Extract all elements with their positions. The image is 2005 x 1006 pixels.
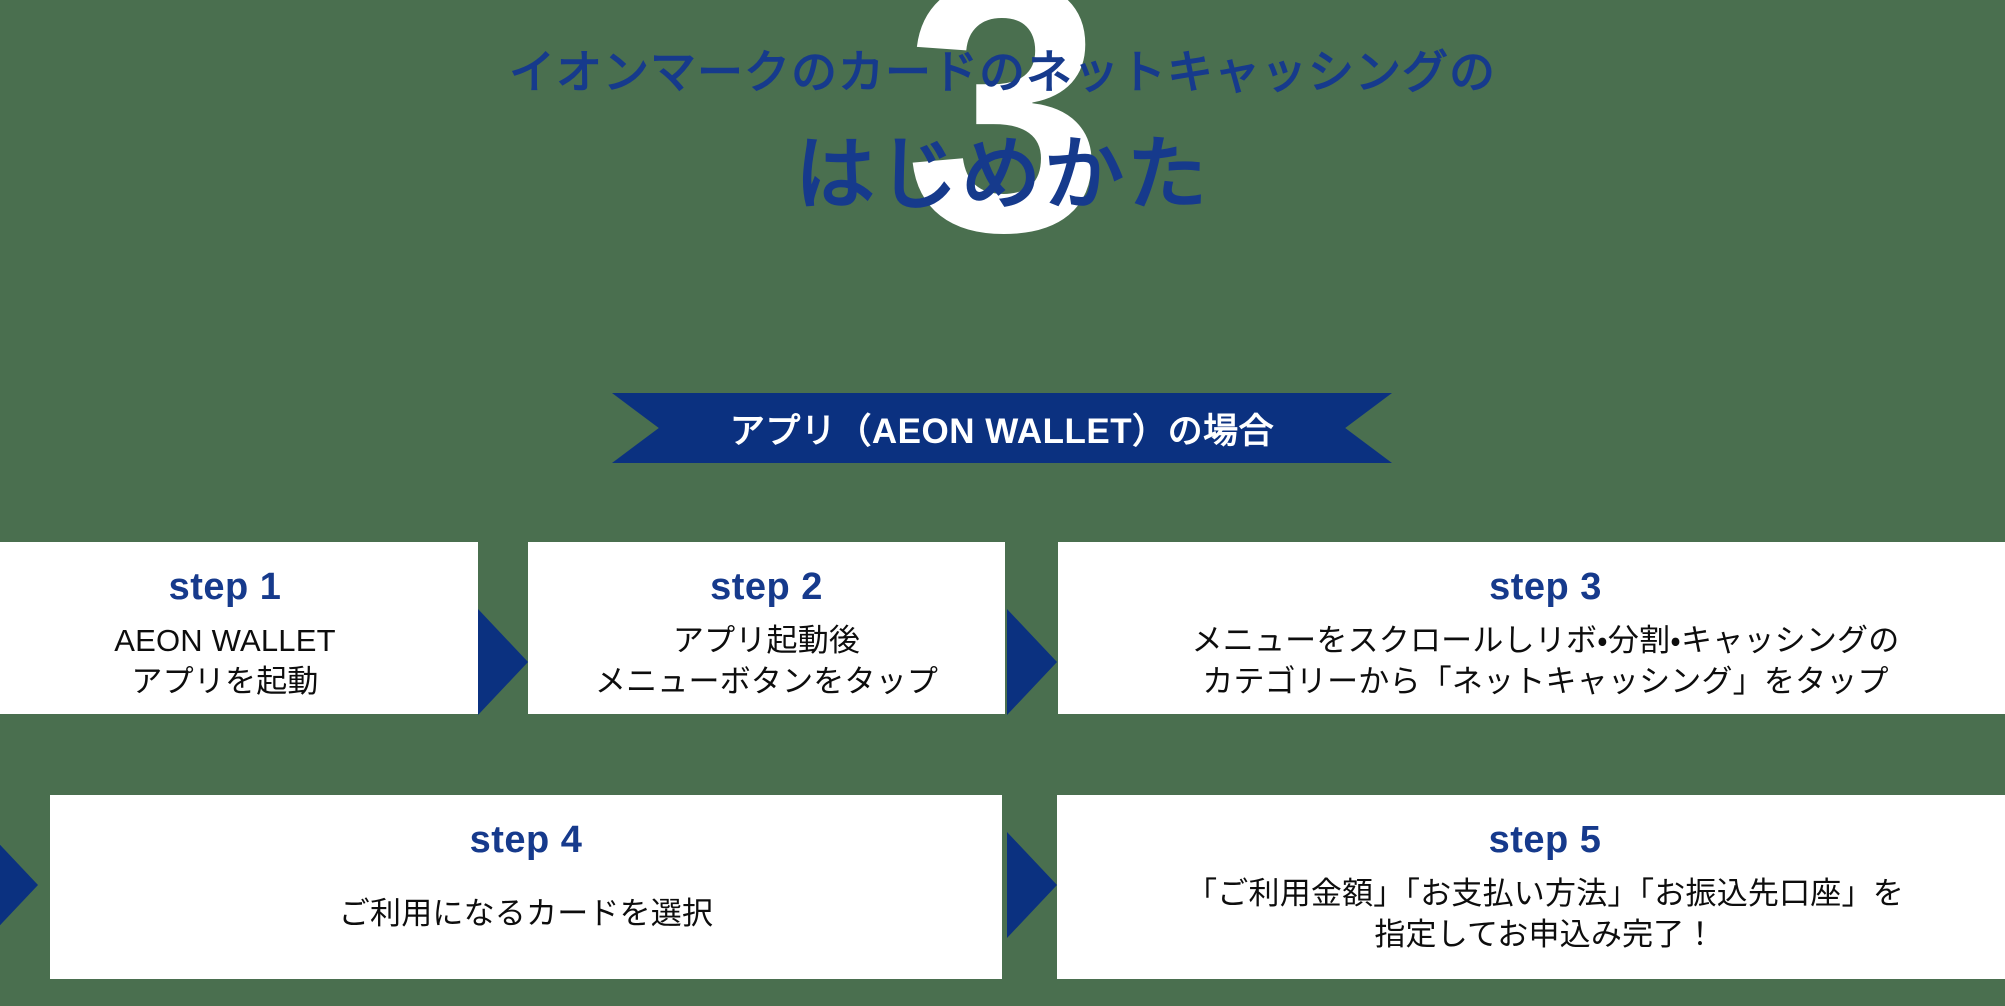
- step-1-description: AEON WALLET アプリを起動: [114, 622, 336, 700]
- flow-arrow-right-icon-1: [478, 609, 528, 715]
- step-2-title: step 2: [710, 566, 823, 608]
- step-card-3: step 3 メニューをスクロールしリボ・分割・キャッシングの カテゴリーから「…: [1058, 542, 2005, 714]
- step-4-title: step 4: [469, 819, 583, 861]
- decorative-step-count-number: 3: [904, 0, 1104, 307]
- step-5-title: step 5: [1488, 819, 1602, 861]
- step-card-4: step 4 ご利用になるカードを選択: [50, 795, 1002, 979]
- step-5-description: 「ご利用金額」「お支払い方法」「お振込先口座」を 指定してお申込み完了！: [1186, 875, 1904, 953]
- step-card-1: step 1 AEON WALLET アプリを起動: [0, 542, 478, 714]
- page-title-block: 3 イオンマークのカードのネットキャッシングの はじめかた: [0, 0, 2005, 290]
- step-3-description: メニューをスクロールしリボ・分割・キャッシングの カテゴリーから「ネットキャッシ…: [1191, 622, 1900, 700]
- step-1-title: step 1: [168, 566, 282, 608]
- step-2-description: アプリ起動後 メニューボタンをタップ: [594, 622, 939, 700]
- step-3-title: step 3: [1489, 566, 1602, 608]
- step-card-2: step 2 アプリ起動後 メニューボタンをタップ: [528, 542, 1005, 714]
- step-4-description: ご利用になるカードを選択: [338, 895, 714, 931]
- flow-arrow-right-icon-2: [1007, 609, 1057, 715]
- page-title-main: はじめかた: [795, 130, 1210, 219]
- flow-arrow-right-icon-4: [1007, 832, 1057, 938]
- section-ribbon-banner: アプリ（AEON WALLET）の場合: [612, 393, 1392, 463]
- flow-arrow-right-icon-3: [0, 832, 38, 938]
- section-ribbon-label: アプリ（AEON WALLET）の場合: [729, 411, 1275, 451]
- step-card-5: step 5 「ご利用金額」「お支払い方法」「お振込先口座」を 指定してお申込み…: [1057, 795, 2005, 979]
- page-title-subline: イオンマークのカードのネットキャッシングの: [509, 46, 1496, 98]
